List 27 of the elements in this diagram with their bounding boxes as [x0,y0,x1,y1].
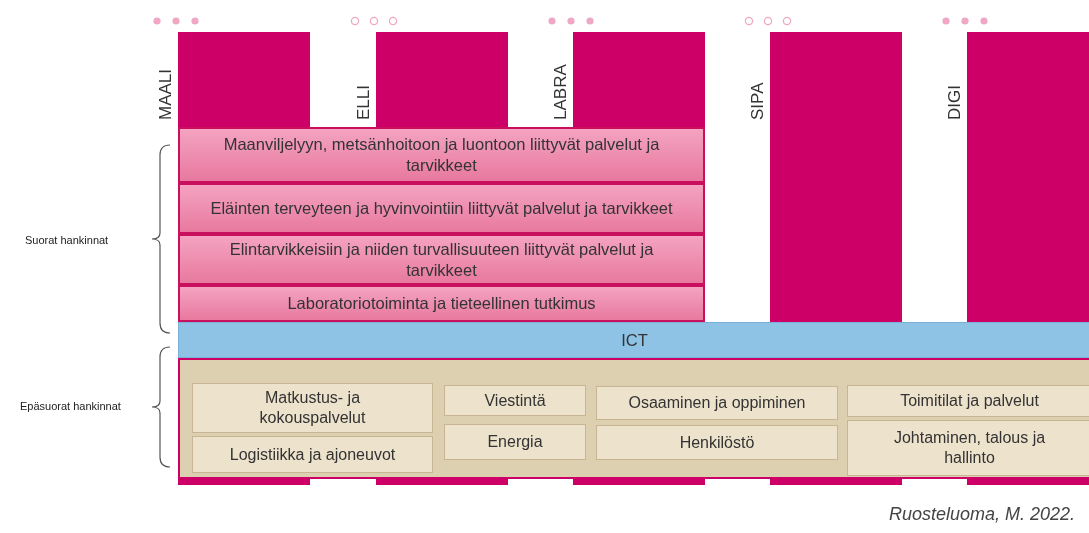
category-box: Toimitilat ja palvelut [847,385,1089,417]
column-label: DIGI [945,85,965,120]
category-band: ICT [178,322,1089,358]
column-bar [770,32,902,322]
category-band: Eläinten terveyteen ja hyvinvointiin liittyvät palvelut ja tarvikkeet [178,183,705,234]
column-bar [178,32,310,127]
caption: Ruosteluoma, M. 2022. [888,504,1075,525]
category-band: Maanviljelyyn, metsänhoitoon ja luontoon liittyvät palvelut ja tarvikkeet [178,127,705,183]
column-bar [376,32,508,127]
panel-background [178,358,1089,479]
category-box: Matkustus- ja kokouspalvelut [192,383,433,433]
column-bar [573,32,705,127]
category-box: Energia [444,424,586,460]
column-bar [967,32,1089,322]
category-box: Osaaminen ja oppiminen [596,386,838,420]
group-label: Suorat hankinnat [25,234,109,246]
category-band: Elintarvikkeisiin ja niiden turvallisuuteen liittyvät palvelut ja tarvikkeet [178,234,705,285]
category-box: Viestintä [444,385,586,416]
category-band: Laboratoriotoiminta ja tieteellinen tutkimus [178,285,705,322]
category-box: Henkilöstö [596,425,838,460]
column-label: SIPA [748,82,768,120]
column-label: MAALI [156,68,176,120]
column-label: LABRA [551,64,571,120]
category-box: Logistiikka ja ajoneuvot [192,436,433,473]
group-label: Epäsuorat hankinnat [20,400,121,412]
category-box: Johtaminen, talous ja hallinto [847,420,1089,476]
column-label: ELLI [354,85,374,120]
